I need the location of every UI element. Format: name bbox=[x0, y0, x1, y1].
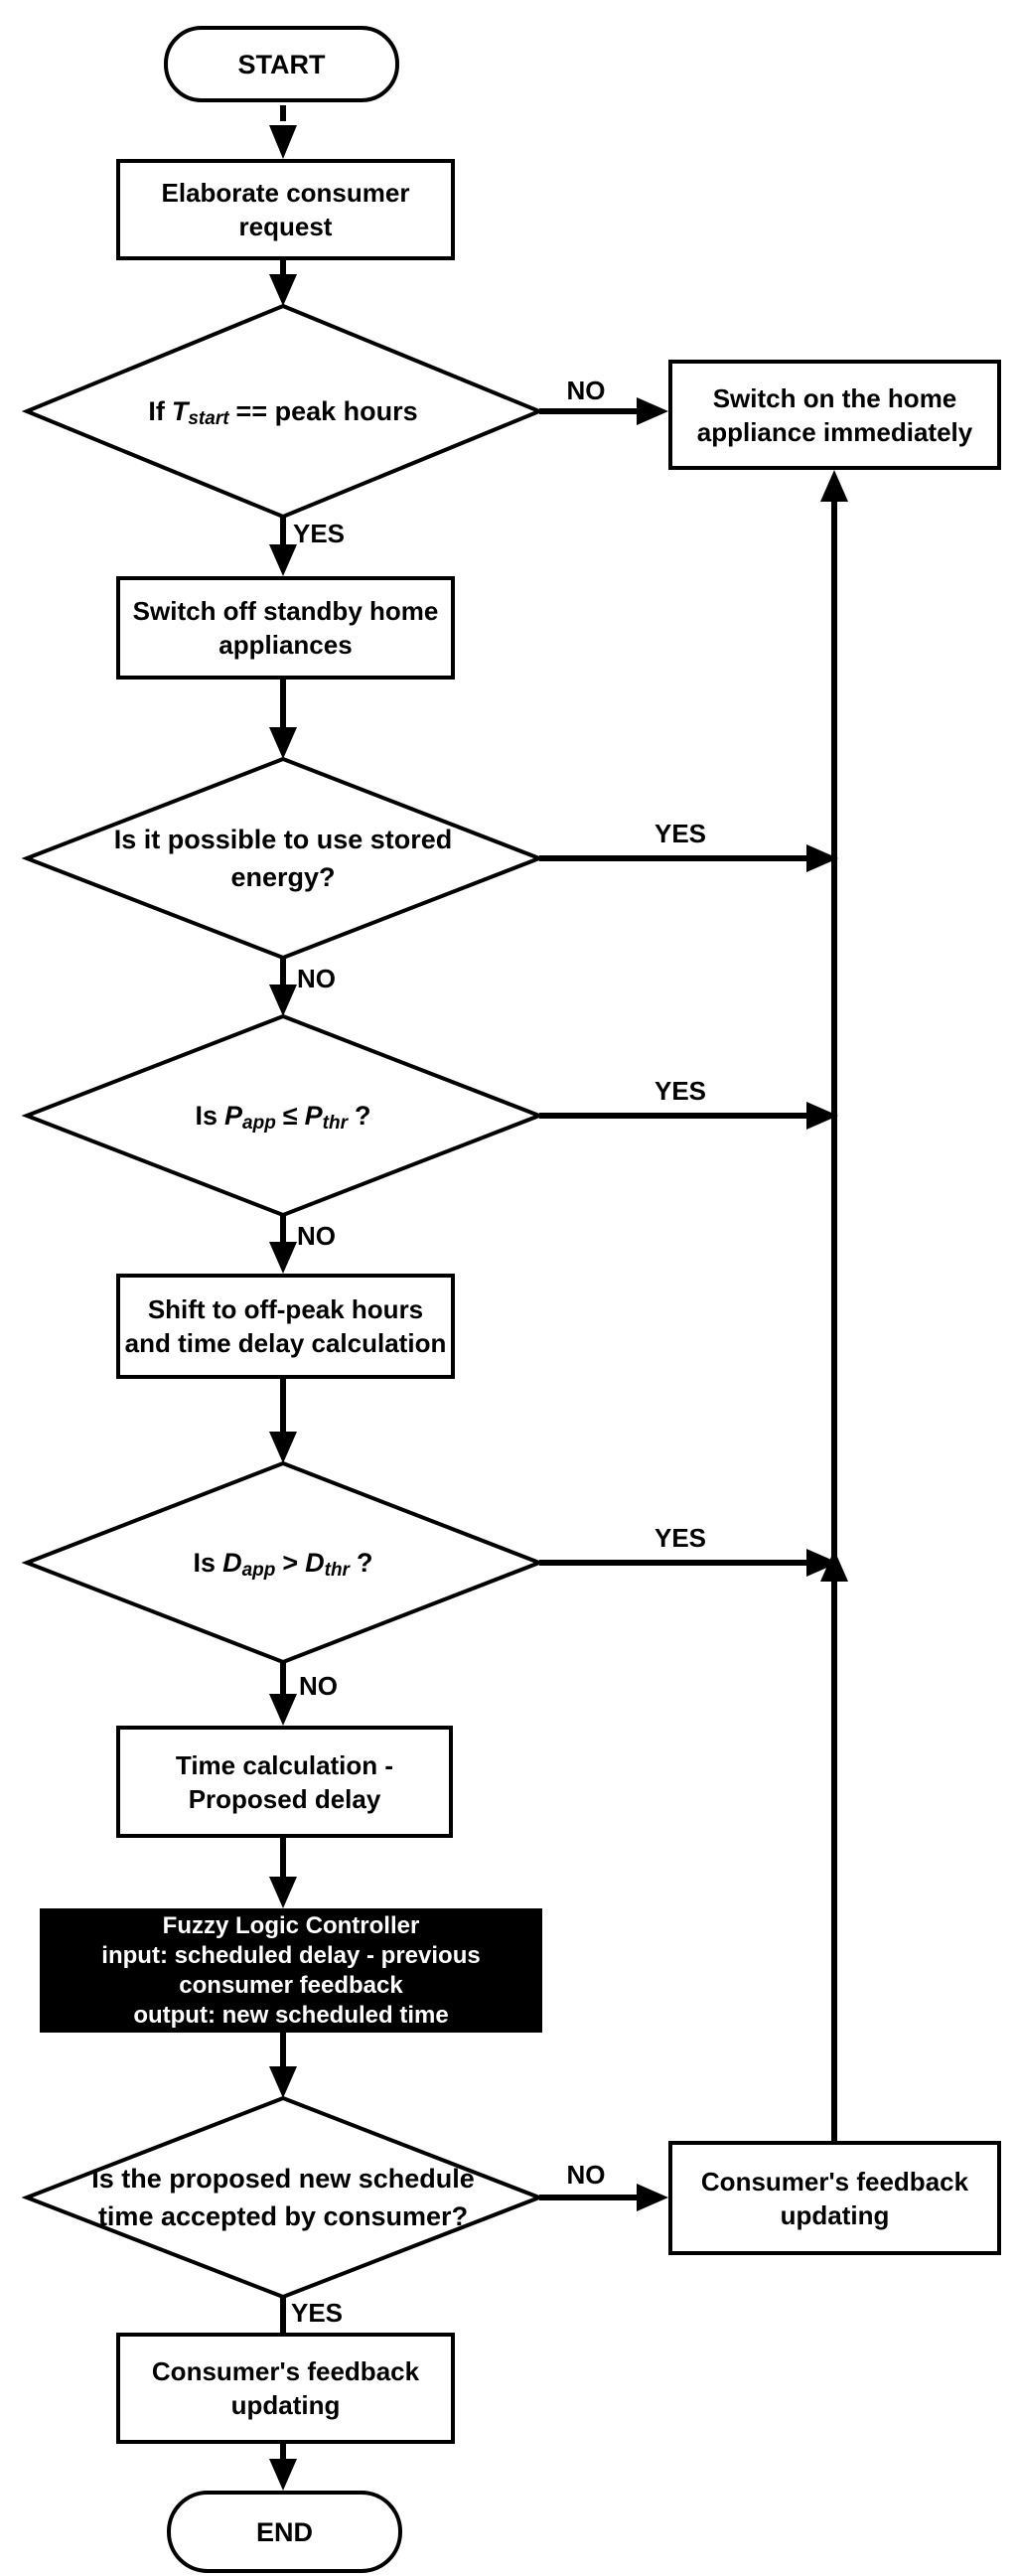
process-elaborate-request: Elaborate consumer request bbox=[116, 159, 455, 260]
text-line: Fuzzy Logic Controller bbox=[162, 1911, 420, 1939]
branch-label-yes-power: YES bbox=[654, 1076, 707, 1106]
process-feedback-updating-yes-branch: Consumer's feedback updating bbox=[116, 2333, 455, 2444]
text-line: appliance immediately bbox=[696, 416, 973, 447]
text-line: Consumer's feedback bbox=[700, 2166, 969, 2197]
start-label: START bbox=[237, 49, 326, 79]
branch-label-no-stored-energy: NO bbox=[297, 964, 336, 993]
connector-power-yes bbox=[539, 1102, 838, 1130]
math-var: D bbox=[305, 1547, 325, 1578]
text-line: output: new scheduled time bbox=[133, 2001, 449, 2029]
process-feedback-updating-no-branch: Consumer's feedback updating bbox=[668, 2141, 1001, 2255]
text-part: == peak hours bbox=[235, 395, 418, 426]
end-label: END bbox=[255, 2516, 313, 2547]
text-line: Is it possible to use stored bbox=[113, 824, 453, 854]
text-part: Is bbox=[195, 1100, 218, 1131]
text-line: updating bbox=[230, 2390, 341, 2420]
branch-label-no-power: NO bbox=[297, 1221, 336, 1251]
math-var: T bbox=[171, 395, 189, 426]
process-time-calculation: Time calculation - Proposed delay bbox=[116, 1726, 453, 1838]
start-node: START bbox=[164, 26, 399, 102]
math-subscript: app bbox=[241, 1559, 276, 1581]
text-line: Elaborate consumer bbox=[161, 178, 410, 208]
process-shift-off-peak: Shift to off-peak hours and time delay c… bbox=[116, 1274, 455, 1379]
connector-time-calc-to-fuzzy bbox=[269, 1838, 297, 1908]
text-part: ? bbox=[356, 1547, 373, 1578]
text-line: Proposed delay bbox=[188, 1783, 381, 1814]
math-subscript: thr bbox=[324, 1559, 350, 1581]
connector-elaborate-to-peak-decision bbox=[269, 260, 297, 306]
connector-start-to-elaborate bbox=[269, 105, 297, 159]
connector-fuzzy-to-schedule-decision bbox=[269, 2033, 297, 2098]
process-switch-off-standby: Switch off standby home appliances bbox=[116, 576, 455, 680]
connector-stored-energy-no bbox=[269, 958, 297, 1016]
math-operator: ≤ bbox=[282, 1100, 298, 1131]
connector-switch-off-to-stored-energy bbox=[269, 680, 297, 759]
text-line: Switch on the home bbox=[712, 382, 957, 413]
math-subscript: thr bbox=[322, 1112, 348, 1134]
text-line: Time calculation - bbox=[175, 1749, 394, 1780]
math-var: P bbox=[224, 1100, 243, 1131]
decision-schedule-accepted-text: Is the proposed new schedule time accept… bbox=[55, 2160, 511, 2235]
text-line: Consumer's feedback bbox=[151, 2356, 420, 2386]
math-subscript: app bbox=[242, 1112, 276, 1134]
branch-label-yes-delay: YES bbox=[654, 1523, 707, 1553]
math-var: P bbox=[304, 1100, 323, 1131]
connector-power-no bbox=[269, 1215, 297, 1274]
connector-peak-no-to-switch-on bbox=[539, 397, 668, 425]
branch-label-no-peak: NO bbox=[566, 376, 606, 405]
text-line: energy? bbox=[230, 861, 336, 892]
text-line: updating bbox=[780, 2199, 890, 2230]
text-line: input: scheduled delay - previous bbox=[101, 1941, 481, 1969]
end-node: END bbox=[167, 2491, 402, 2573]
text-line: appliances bbox=[218, 630, 353, 660]
connector-schedule-no bbox=[539, 2184, 668, 2211]
text-line: Switch off standby home bbox=[132, 596, 439, 626]
decision-stored-energy-text: Is it possible to use stored energy? bbox=[55, 821, 511, 896]
math-subscript: start bbox=[188, 407, 229, 429]
process-fuzzy-logic-controller: Fuzzy Logic Controller input: scheduled … bbox=[40, 1908, 542, 2033]
connector-stored-energy-yes bbox=[539, 844, 838, 872]
text-line: consumer feedback bbox=[179, 1971, 403, 1999]
branch-label-yes-schedule: YES bbox=[291, 2298, 344, 2328]
text-part: If bbox=[148, 395, 165, 426]
connector-shift-to-delay-decision bbox=[269, 1379, 297, 1463]
math-var: D bbox=[222, 1547, 242, 1578]
process-switch-on-immediately: Switch on the home appliance immediately bbox=[668, 360, 1001, 470]
text-part: Is bbox=[193, 1547, 217, 1578]
text-line: and time delay calculation bbox=[124, 1328, 447, 1358]
connector-delay-no bbox=[269, 1662, 297, 1726]
text-line: Is the proposed new schedule bbox=[91, 2163, 475, 2194]
connector-delay-yes bbox=[539, 1549, 848, 1582]
text-line: time accepted by consumer? bbox=[97, 2200, 469, 2231]
text-line: Shift to off-peak hours bbox=[147, 1294, 424, 1324]
branch-label-no-delay: NO bbox=[299, 1671, 338, 1701]
connector-feedback-to-end bbox=[269, 2444, 297, 2491]
connector-return-line bbox=[820, 470, 848, 2141]
text-part: ? bbox=[355, 1100, 371, 1131]
branch-label-yes-peak: YES bbox=[293, 519, 346, 548]
math-operator: > bbox=[282, 1547, 299, 1578]
branch-label-yes-stored-energy: YES bbox=[654, 819, 707, 848]
branch-label-no-schedule: NO bbox=[566, 2160, 606, 2190]
connector-peak-yes-to-switch-off bbox=[269, 517, 297, 576]
text-line: request bbox=[238, 212, 333, 241]
